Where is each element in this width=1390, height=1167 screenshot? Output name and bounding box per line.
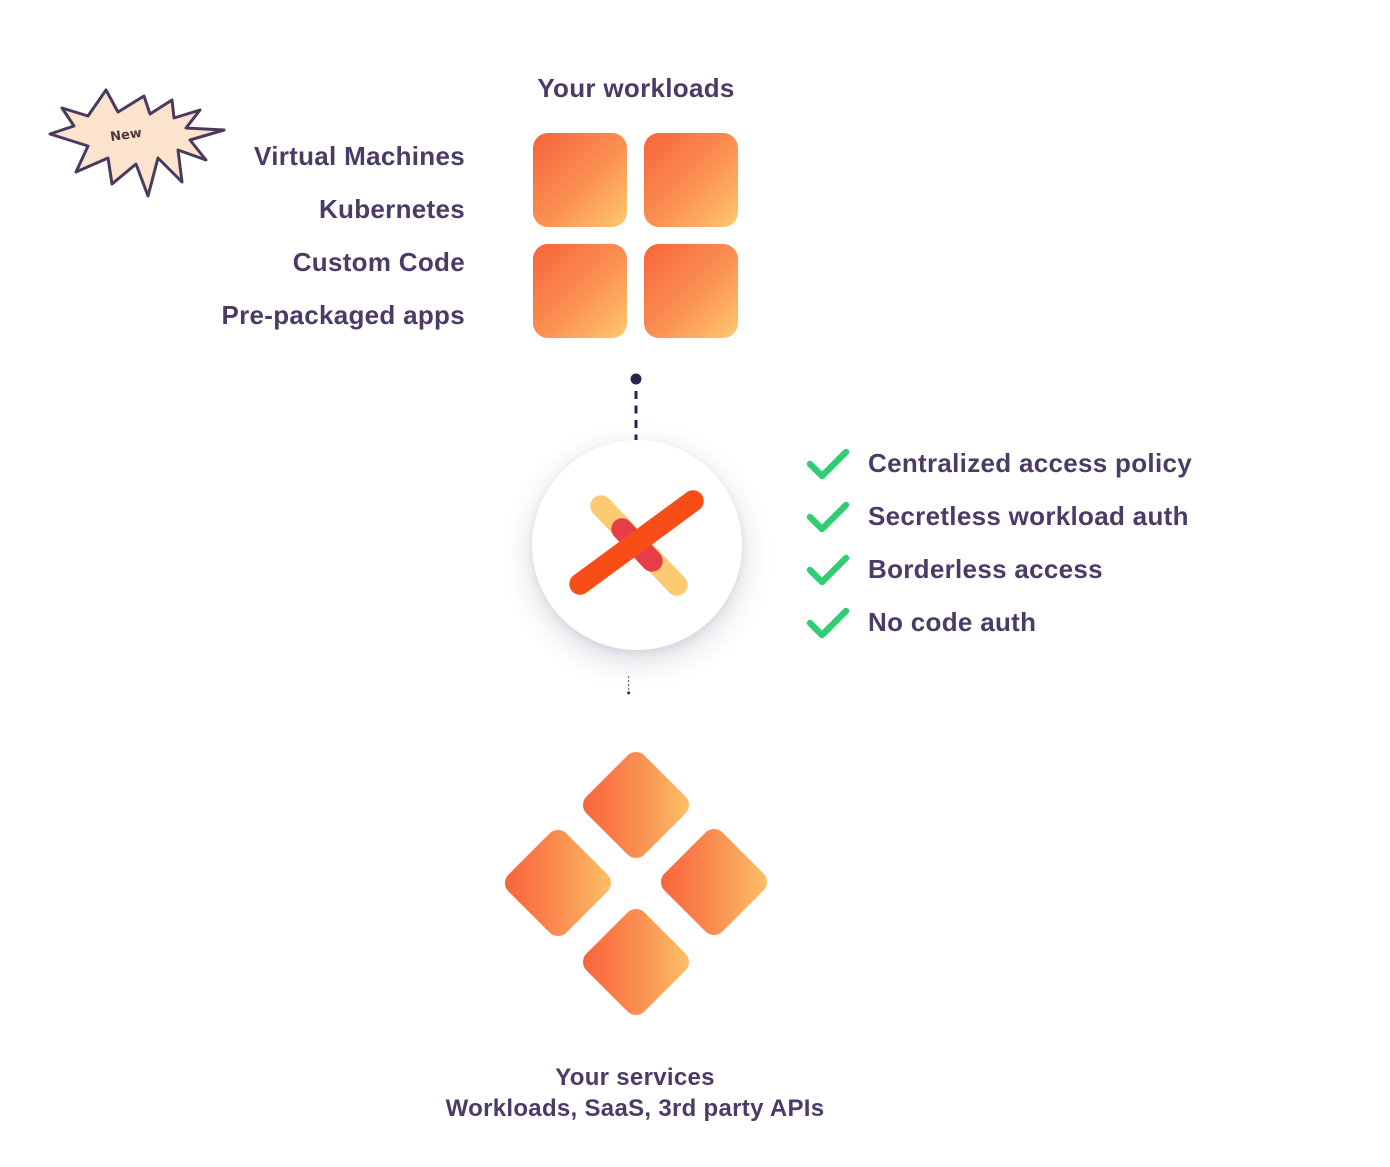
feature-row: Borderless access — [806, 543, 1192, 596]
workload-type-list: Virtual Machines Kubernetes Custom Code … — [221, 130, 465, 342]
check-icon — [806, 448, 850, 479]
starburst-shape — [48, 88, 226, 198]
services-title: Your services — [555, 1064, 715, 1091]
feature-row: Secretless workload auth — [806, 490, 1192, 543]
service-tile — [500, 825, 616, 941]
new-badge: New — [48, 88, 226, 198]
connector-dot — [630, 373, 642, 385]
workload-type: Virtual Machines — [254, 141, 465, 171]
dashed-connector-top — [630, 373, 642, 442]
new-badge-label: New — [109, 126, 142, 145]
workload-tile — [533, 244, 627, 338]
workload-type: Pre-packaged apps — [221, 300, 465, 330]
workloads-title: Your workloads — [537, 73, 735, 103]
connector-dot — [627, 691, 631, 695]
services-subtitle: Workloads, SaaS, 3rd party APIs — [445, 1095, 825, 1122]
feature-row: Centralized access policy — [806, 437, 1192, 490]
dashed-connector-bottom — [627, 676, 631, 695]
workload-tile — [533, 133, 627, 227]
feature-label: No code auth — [868, 607, 1037, 637]
feature-row: No code auth — [806, 596, 1192, 649]
service-tile — [578, 904, 694, 1020]
x-logo — [569, 490, 704, 596]
workload-tile — [644, 133, 738, 227]
service-tile — [578, 747, 694, 863]
check-icon — [806, 501, 850, 532]
check-icon — [806, 607, 850, 638]
workload-type: Kubernetes — [318, 194, 465, 224]
services-labels: Your services Workloads, SaaS, 3rd party… — [0, 1062, 1270, 1124]
check-icon — [806, 554, 850, 585]
feature-label: Centralized access policy — [868, 448, 1192, 478]
feature-label: Secretless workload auth — [868, 501, 1189, 531]
workload-tile — [644, 244, 738, 338]
service-tile — [656, 824, 772, 940]
workload-type: Custom Code — [292, 247, 465, 277]
feature-list: Centralized access policy Secretless wor… — [806, 437, 1192, 649]
x-logo-circle — [532, 440, 742, 650]
feature-label: Borderless access — [868, 554, 1103, 584]
